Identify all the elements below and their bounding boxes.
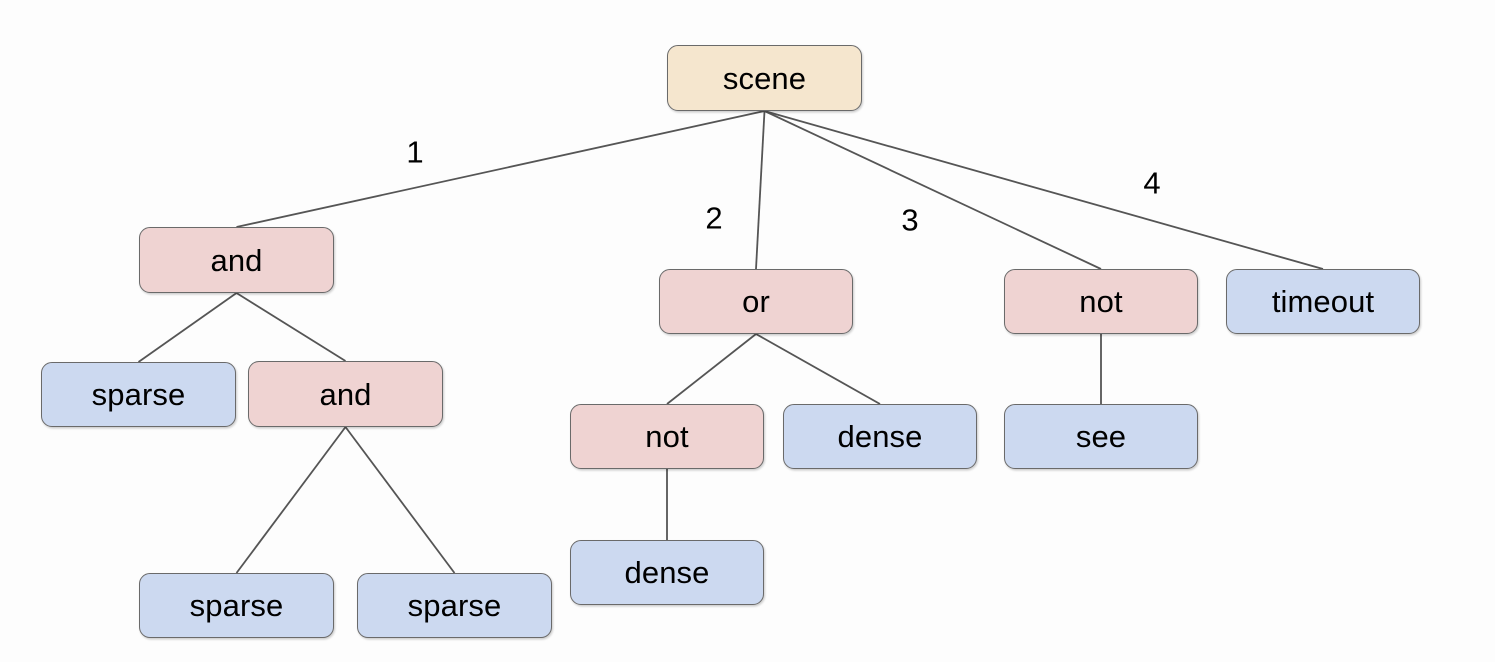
tree-edge-and1-sparse1 bbox=[137, 292, 238, 363]
tree-node-sparse2[interactable]: sparse bbox=[139, 573, 334, 638]
tree-node-label: dense bbox=[624, 555, 710, 590]
tree-node-not2[interactable]: not bbox=[570, 404, 764, 469]
tree-edge-scene-not1 bbox=[764, 110, 1102, 270]
tree-node-and2[interactable]: and bbox=[248, 361, 443, 427]
tree-node-dense2[interactable]: dense bbox=[570, 540, 764, 605]
tree-node-label: see bbox=[1075, 419, 1127, 454]
tree-edge-or1-not2 bbox=[666, 333, 757, 405]
edge-label-3: 3 bbox=[901, 202, 919, 238]
tree-node-label: and bbox=[319, 376, 372, 412]
tree-node-label: dense bbox=[837, 419, 923, 454]
tree-node-label: sparse bbox=[189, 588, 284, 623]
tree-node-label: and bbox=[210, 242, 263, 278]
tree-node-see1[interactable]: see bbox=[1004, 404, 1198, 469]
edge-label-1: 1 bbox=[406, 134, 424, 170]
tree-node-or1[interactable]: or bbox=[659, 269, 853, 334]
tree-edge-scene-timeout1 bbox=[764, 110, 1324, 270]
tree-edge-scene-and1 bbox=[236, 110, 765, 228]
tree-edge-and1-and2 bbox=[236, 292, 346, 362]
tree-node-label: not bbox=[1079, 284, 1123, 319]
tree-node-label: or bbox=[742, 284, 770, 319]
tree-node-label: sparse bbox=[407, 588, 502, 623]
tree-node-label: timeout bbox=[1271, 284, 1375, 319]
tree-node-label: scene bbox=[722, 60, 807, 96]
edge-label-4: 4 bbox=[1143, 165, 1161, 201]
tree-edge-or1-dense1 bbox=[755, 333, 881, 405]
tree-node-and1[interactable]: and bbox=[139, 227, 334, 293]
tree-node-sparse3[interactable]: sparse bbox=[357, 573, 552, 638]
edge-label-2: 2 bbox=[705, 200, 723, 236]
tree-edge-and2-sparse3 bbox=[344, 426, 456, 574]
tree-node-sparse1[interactable]: sparse bbox=[41, 362, 236, 427]
tree-node-not1[interactable]: not bbox=[1004, 269, 1198, 334]
tree-edge-scene-or1 bbox=[755, 110, 766, 270]
tree-node-scene[interactable]: scene bbox=[667, 45, 862, 111]
tree-node-dense1[interactable]: dense bbox=[783, 404, 977, 469]
tree-node-label: not bbox=[645, 419, 689, 454]
tree-node-timeout1[interactable]: timeout bbox=[1226, 269, 1420, 334]
tree-node-label: sparse bbox=[91, 377, 186, 412]
tree-edge-and2-sparse2 bbox=[235, 426, 347, 574]
